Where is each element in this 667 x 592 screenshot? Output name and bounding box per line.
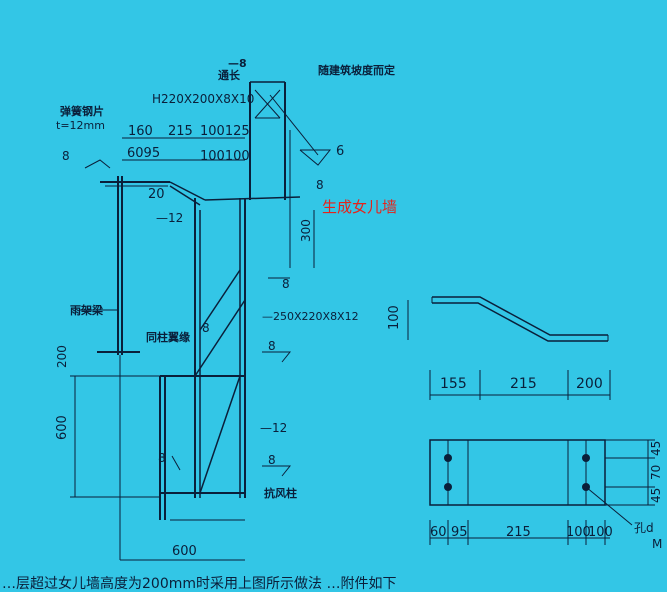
weld-8f: 8: [268, 453, 276, 467]
dim-300: 300: [299, 219, 313, 242]
plan-dim-60: 60: [430, 525, 447, 540]
wind-column: [159, 198, 246, 521]
through-length-label: 通长: [218, 68, 241, 82]
plan-dim-215: 215: [506, 525, 531, 540]
purlin-label: 雨架梁: [70, 303, 104, 317]
weld-angle-8a: 8: [62, 149, 70, 163]
weld-symbols: [84, 149, 332, 477]
parapet-annotation: 生成女儿墙: [322, 198, 397, 216]
slope-note: 随建筑坡度而定: [318, 63, 395, 77]
dim-100125: 100125: [200, 124, 250, 139]
roof-plate: [100, 181, 301, 206]
plan-detail: [429, 439, 655, 545]
footer-note: …层超过女儿墙高度为200mm时采用上图所示做法 …附件如下: [2, 575, 396, 592]
spring-plate-thk: t=12mm: [56, 119, 105, 132]
hole-note: 孔d: [634, 521, 654, 535]
weld-8e: 8: [268, 339, 276, 353]
spring-plate-label: 弹簧钢片: [60, 104, 104, 118]
connect-label: 同柱翼缘: [146, 330, 190, 344]
plate-thickness-label: —8: [228, 57, 247, 70]
diagonal-brace: [194, 269, 246, 494]
bolt-hole: [444, 454, 452, 462]
plan-dim-45b: 45: [649, 488, 663, 503]
plate-12a: —12: [156, 211, 183, 225]
weld-8g: 8: [158, 451, 166, 465]
h-section-label: H220X200X8X10: [152, 92, 254, 106]
plan-dim-70: 70: [649, 465, 663, 480]
plate-12b: —12: [260, 421, 287, 435]
side-detail: [407, 296, 611, 400]
weld-angle-8b: 8: [316, 178, 324, 192]
dim-100100: 100100: [200, 149, 250, 164]
plan-dim-100b: 100: [588, 525, 613, 540]
dim-100-side: 100: [387, 305, 402, 330]
dim-215-side: 215: [510, 376, 537, 392]
hole-note-2: M: [652, 537, 662, 551]
dimension-lines: [70, 137, 315, 561]
dim-200: 200: [55, 345, 69, 368]
plan-dim-95: 95: [451, 525, 468, 540]
bolt-hole: [582, 454, 590, 462]
weld-8d: 8: [202, 321, 210, 335]
plate-250: —250X220X8X12: [262, 310, 359, 323]
dim-6095: 6095: [127, 146, 160, 161]
wind-column-label: 抗风柱: [264, 486, 297, 500]
dim-200-side: 200: [576, 376, 603, 392]
plan-dim-45a: 45: [649, 441, 663, 456]
dim-155: 155: [440, 376, 467, 392]
weld-angle-8c: 8: [282, 277, 290, 291]
weld-size-6: 6: [336, 144, 344, 159]
dim-600-bottom: 600: [172, 544, 197, 559]
dim-160: 160: [128, 124, 153, 139]
parapet-post: [249, 81, 319, 268]
dim-600-left: 600: [55, 415, 70, 440]
dim-20: 20: [148, 187, 165, 202]
purlin-beam: [80, 176, 140, 355]
plan-dim-100a: 100: [566, 525, 591, 540]
bolt-hole: [444, 483, 452, 491]
dim-215: 215: [168, 124, 193, 139]
